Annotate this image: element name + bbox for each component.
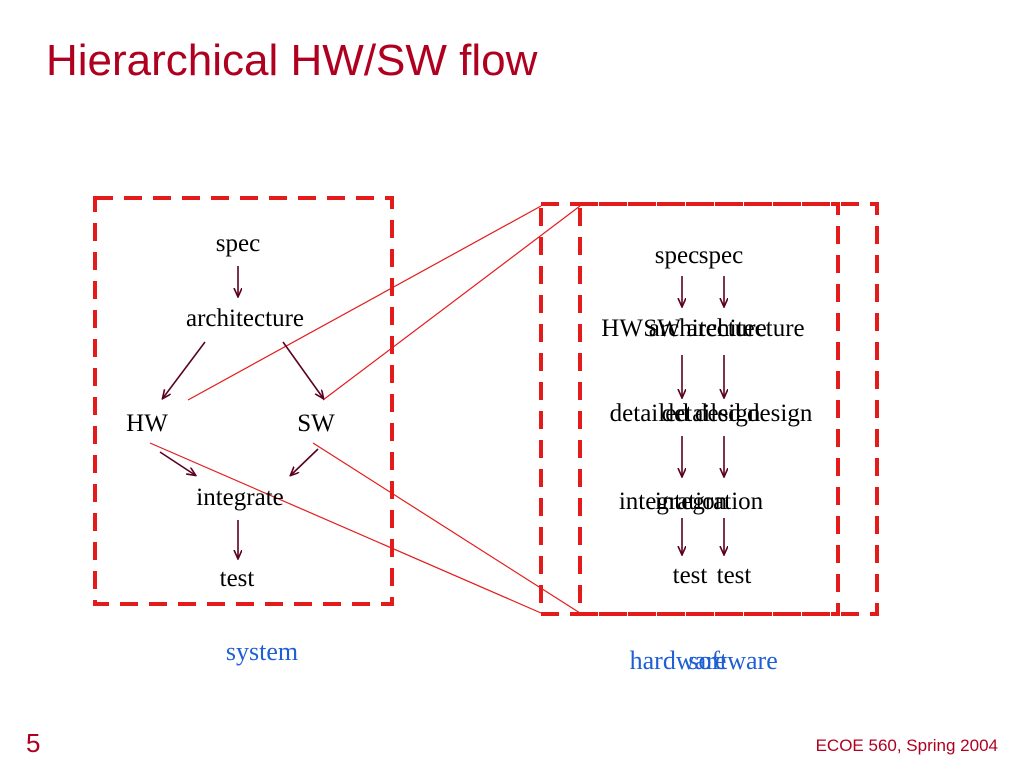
slide-number: 5	[26, 728, 41, 758]
system-box	[93, 196, 394, 606]
hardware-integration-node: integration	[618, 488, 728, 515]
hardware-caption: hardware	[629, 646, 727, 675]
zoom-lines	[149, 205, 581, 614]
software-test-node: test	[716, 562, 752, 589]
system-arrows	[159, 266, 323, 558]
software-spec-node: spec	[698, 242, 744, 269]
software-architecture-node: SW architecture	[643, 315, 805, 342]
software-box	[578, 202, 879, 616]
system-caption: system	[225, 637, 299, 666]
system-architecture-node: architecture	[186, 305, 304, 332]
software-integration-node: integration	[654, 488, 764, 515]
system-sw-node: SW	[297, 410, 335, 437]
system-test-node: test	[219, 565, 255, 592]
system-integrate-node: integrate	[196, 484, 284, 511]
slide-footer: ECOE 560, Spring 2004	[815, 736, 998, 755]
hardware-design-node: detailed design	[609, 400, 761, 427]
hardware-spec-node: spec	[654, 242, 700, 269]
software-caption: software	[688, 646, 778, 675]
system-spec-node: spec	[215, 230, 261, 257]
hardware-test-node: test	[672, 562, 708, 589]
slide-title: Hierarchical HW/SW flow	[46, 36, 538, 85]
hardware-architecture-node: HW architecture	[601, 315, 767, 342]
system-hw-node: HW	[126, 410, 168, 437]
hardware-box	[539, 202, 840, 616]
software-design-node: detailed design	[661, 400, 813, 427]
